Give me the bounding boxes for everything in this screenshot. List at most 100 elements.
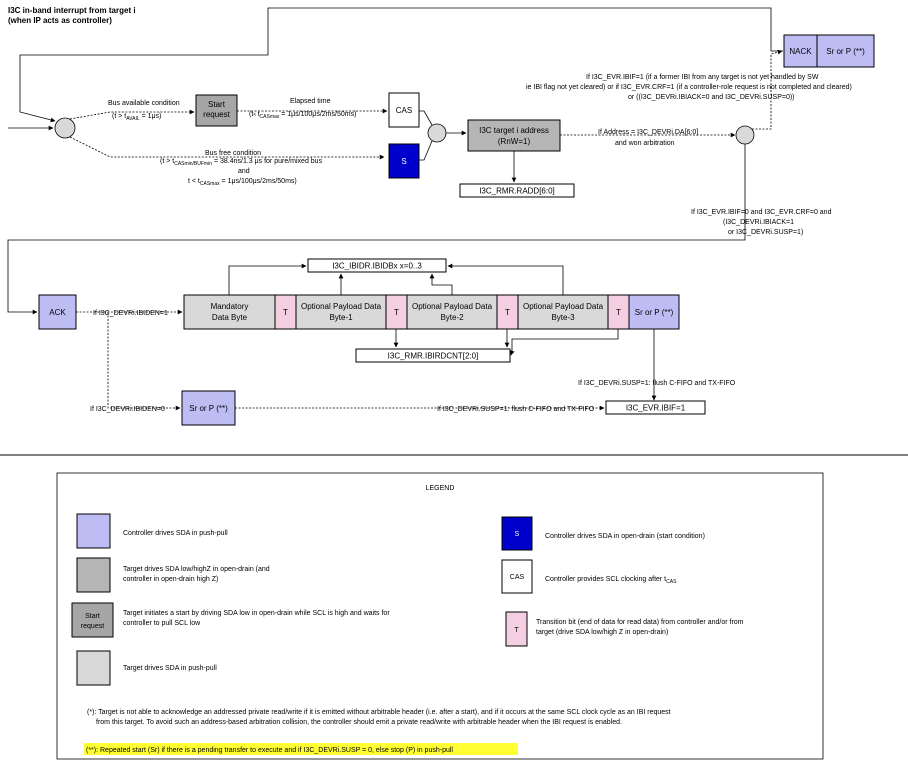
legend-transition-swatch <box>505 611 528 647</box>
nack-cond-line1: If I3C_EVR.IBIF=1 (if a former IBI from … <box>586 74 819 81</box>
sr-or-p-low-label: Sr or P (**) <box>189 404 228 413</box>
legend-cas-label: CAS <box>510 574 525 581</box>
legend-frame <box>56 472 824 760</box>
bus-free-line <box>69 136 385 160</box>
target-address-line2: (RnW=1) <box>498 137 531 146</box>
sr-or-p-low-box <box>181 390 236 426</box>
legend-start-request-swatch <box>71 602 114 638</box>
legend-ctrl-push-pull-swatch <box>76 513 111 549</box>
nack-box <box>783 34 818 68</box>
ibiden0-label: If I3C_DEVRi.IBIDEN=0 <box>90 406 165 413</box>
start-request-box <box>195 94 238 127</box>
ibidr-right-line <box>447 263 564 295</box>
target-address-line1: I3C target i address <box>479 126 549 135</box>
legend-transition-text1: Transition bit (end of data for read dat… <box>536 619 744 626</box>
ibirdcnt-label: I3C_RMR.IBIRDCNT[2:0] <box>388 352 479 361</box>
legend-start-label: Start <box>85 613 100 620</box>
legend-target-open-drain-swatch <box>76 557 111 593</box>
payload-2-line1: Optional Payload Data <box>412 302 493 311</box>
start-request-line2: request <box>203 110 230 119</box>
legend-target-push-pull-swatch <box>76 650 111 686</box>
legend-ctrl-open-drain-text: Controller drives SDA in open-drain (sta… <box>545 533 705 540</box>
legend-note2: (**): Repeated start (Sr) if there is a … <box>86 747 453 754</box>
cas-box <box>388 92 420 128</box>
to-ack-line <box>7 144 746 315</box>
legend-target-open-drain-text2: controller in open-drain high Z) <box>123 576 218 583</box>
legend-start-request-text2: controller to pull SCL low <box>123 620 201 627</box>
nack-cond-line3: or ((I3C_DEVRi.IBIACK=0 and I3C_DEVRi.SU… <box>628 94 795 101</box>
sr-or-p-top-box <box>816 34 875 68</box>
cas-max-label: (t< tCASmax = 1μs/100μs/2ms/50ms) <box>249 111 356 120</box>
legend-request-label: request <box>81 623 104 630</box>
legend-cas-swatch <box>501 559 533 594</box>
diagram-title-line2: (when IP acts as controller) <box>8 16 112 25</box>
legend-transition-text2: target (drive SDA low/high Z in open-dra… <box>536 629 668 636</box>
ibidr-label: I3C_IBIDR.IBIDBx x=0..3 <box>332 262 422 271</box>
ack-cond-line3: or I3C_DEVRi.SUSP=1) <box>728 229 803 236</box>
ack-cond-line2: (I3C_DEVRi.IBIACK=1 <box>723 219 794 226</box>
payload-byte-2-box <box>406 294 498 330</box>
bus-available-label: Bus available condition <box>108 100 180 107</box>
rmr-radd-box <box>459 183 575 198</box>
legend-note2-highlight <box>84 743 518 755</box>
legend-ctrl-open-drain-swatch <box>501 516 533 551</box>
legend-cas-text: Controller provides SCL clocking after t… <box>545 576 677 585</box>
evr-ibif-label: I3C_EVR.IBIF=1 <box>626 404 686 413</box>
payload-2-line2: Byte-2 <box>440 313 464 322</box>
cas-to-junction-line <box>419 110 433 126</box>
bus-free-cond-label: (t > tCASmin/BUFmin = 38.4ns/1.3 μs for … <box>160 158 323 167</box>
evr-ibif-box <box>605 400 706 415</box>
sr-or-p-mid-label: Sr or P (**) <box>635 308 674 317</box>
legend-target-push-pull-text: Target drives SDA in push-pull <box>123 665 217 672</box>
start-request-line1: Start <box>208 100 226 109</box>
mandatory-line1: Mandatory <box>211 302 249 311</box>
ibidr-payload2-line <box>429 273 453 295</box>
junction-right <box>735 125 755 145</box>
t-bit-2-label: T <box>394 308 399 317</box>
loop-back-line <box>19 7 783 123</box>
ack-box <box>38 294 77 330</box>
payload-3-line1: Optional Payload Data <box>523 302 604 311</box>
s-to-junction-line <box>419 140 433 161</box>
ibirdcnt-t4-arrow <box>510 350 515 356</box>
t-bit-3-label: T <box>505 308 510 317</box>
payload-1-line1: Optional Payload Data <box>301 302 382 311</box>
rmr-radd-label: I3C_RMR.RADD[6:0] <box>479 187 555 196</box>
ack-cond-line1: If I3C_EVR.IBIF=0 and I3C_EVR.CRF=0 and <box>691 209 832 216</box>
legend-start-request-text1: Target initiates a start by driving SDA … <box>123 610 390 617</box>
susp-flush-2-label: If I3C_DEVRi.SUSP=1: flush C-FIFO and TX… <box>437 406 595 413</box>
ibiden1-label: If I3C_DEVRi.IBIDEN=1 <box>93 310 168 317</box>
diagram-title-line1: I3C in-band interrupt from target i <box>8 6 136 15</box>
t-cas-label: t < tCASmax = 1μs/100μs/2ms/50ms) <box>188 178 297 187</box>
nack-cond-line2: ie IBI flag not yet cleared) or if I3C_E… <box>526 84 852 91</box>
bus-free-label: Bus free condition <box>205 150 261 157</box>
ibiden0-line <box>107 312 181 411</box>
target-address-box <box>467 119 561 152</box>
ibirdcnt-box <box>355 348 511 363</box>
nack-label: NACK <box>789 47 812 56</box>
legend-note1-line2: from this target. To avoid such an addre… <box>96 719 622 726</box>
legend-ctrl-push-pull-text: Controller drives SDA in push-pull <box>123 530 228 537</box>
ibidr-left-line <box>228 263 307 295</box>
t-bit-4-label: T <box>616 308 621 317</box>
ibidr-box <box>307 258 447 273</box>
legend-title: LEGEND <box>426 485 455 492</box>
s-box <box>388 143 420 179</box>
junction-left <box>54 117 76 139</box>
if-address-label: If Address = I3C_DEVRi.DA[6:0] <box>598 129 698 136</box>
payload-byte-1-box <box>295 294 387 330</box>
cas-label: CAS <box>396 106 412 115</box>
mandatory-line2: Data Byte <box>212 313 248 322</box>
payload-byte-3-box <box>517 294 609 330</box>
and-label: and <box>238 168 250 175</box>
legend-note1-line1: (*): Target is not able to acknowledge a… <box>87 709 671 716</box>
mandatory-byte-box <box>183 294 276 330</box>
susp-flush-1-label: If I3C_DEVRi.SUSP=1: flush C-FIFO and TX… <box>578 380 736 387</box>
to-nack-line <box>752 49 783 130</box>
elapsed-time-label: Elapsed time <box>290 98 331 105</box>
ibirdcnt-t4-line <box>511 329 619 352</box>
t-avail-label: (t > tAVAIL = 1μs) <box>112 113 161 122</box>
ack-label: ACK <box>49 308 66 317</box>
junction-mid <box>427 123 447 143</box>
